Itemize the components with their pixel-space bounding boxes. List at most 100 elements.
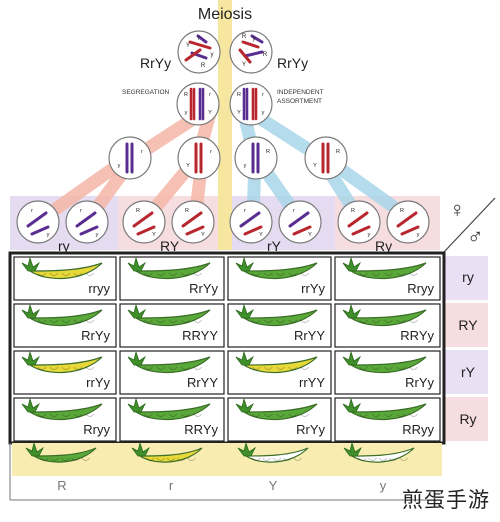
pea-pod-icon	[235, 350, 318, 374]
pea-bump	[143, 413, 153, 417]
daughter-cell	[177, 136, 221, 180]
chromosome	[243, 225, 263, 236]
pea-bump	[359, 272, 368, 276]
pea-pod	[133, 262, 211, 280]
pea-bump	[187, 457, 197, 461]
allele-letter: Y	[201, 232, 205, 238]
pea-bump	[300, 366, 310, 370]
pea-bump	[61, 366, 71, 370]
pea-bump	[288, 272, 298, 276]
pea-bump	[143, 272, 153, 276]
allele-letter: r	[209, 92, 211, 98]
pea-bump	[251, 413, 261, 417]
pea-calyx	[237, 441, 257, 457]
pea-bump	[272, 457, 282, 461]
pea-bump	[357, 457, 367, 461]
allele-letter: Y	[242, 62, 246, 68]
chromosome	[136, 225, 156, 236]
pea-bump	[276, 272, 285, 276]
pea-calyx	[127, 350, 147, 366]
pea-bump	[143, 366, 153, 370]
pea-pod	[28, 356, 103, 374]
chromosome	[196, 34, 208, 44]
gamete-cell	[65, 200, 109, 244]
pea-calyx	[235, 303, 255, 319]
pea-pod	[28, 262, 103, 280]
allele-letter: R	[201, 63, 206, 69]
chromosome	[239, 211, 261, 228]
genotype-label: RrYy	[189, 281, 218, 296]
pea-bump	[288, 413, 298, 417]
chromosome	[30, 225, 50, 236]
pea-bump	[168, 366, 178, 370]
pea-calyx	[21, 397, 41, 413]
phenotype-label: Y	[268, 478, 278, 493]
gamete-cell	[16, 200, 60, 244]
pea-bump	[263, 413, 273, 417]
genotype-label: rrYy	[301, 281, 325, 296]
row-label: Ry	[459, 411, 477, 427]
pea-bump	[293, 457, 303, 461]
pea-bump	[180, 413, 190, 417]
header-divider	[443, 197, 496, 253]
allele-letter: R	[136, 208, 140, 214]
row-label-bg	[444, 397, 488, 441]
pea-bump	[39, 457, 49, 461]
pea-bump	[49, 319, 59, 323]
pea-bump	[193, 366, 203, 370]
pea-bump	[176, 457, 186, 461]
pea-pod	[133, 403, 211, 421]
allele-letter: R	[185, 208, 189, 214]
allele-letter: R	[266, 149, 270, 155]
chromosome	[188, 40, 212, 50]
genotype-label: RrYY	[186, 375, 218, 390]
pea-bump	[180, 272, 190, 276]
segregation-label: SEGREGATION	[122, 89, 170, 96]
pea-bump	[359, 366, 368, 370]
pea-bump	[251, 272, 261, 276]
chromosome	[400, 225, 420, 236]
pea-calyx	[343, 441, 363, 457]
pea-pod	[348, 356, 427, 374]
pea-calyx	[21, 350, 41, 366]
diagram-title: Meiosis	[197, 6, 253, 23]
row-label: RY	[458, 317, 478, 333]
pea-pod-icon	[342, 303, 427, 327]
pea-bump	[61, 413, 71, 417]
pea-bump	[409, 413, 418, 417]
allele-letter: R	[263, 52, 268, 58]
pea-bump	[85, 272, 95, 276]
pea-calyx	[127, 303, 147, 319]
daughter-cell	[304, 136, 348, 180]
pea-bump	[156, 457, 166, 461]
pea-calyx	[25, 441, 45, 457]
pea-bump	[262, 457, 272, 461]
allele-letter: y	[47, 232, 50, 238]
male-symbol-icon: ♂	[467, 224, 484, 249]
pea-bump	[300, 272, 310, 276]
genotype-label: rryy	[88, 281, 110, 296]
pea-bump	[396, 272, 406, 276]
pea-pod-icon	[127, 397, 211, 421]
pea-pod-icon	[21, 256, 103, 280]
allele-letter: Y	[313, 163, 317, 169]
chromosome	[185, 225, 205, 236]
chromosome	[181, 211, 203, 228]
row-label: rY	[461, 364, 475, 380]
allele-letter: r	[31, 208, 33, 214]
daughter-cell	[108, 136, 152, 180]
dividing-cell	[229, 82, 273, 126]
pea-bump	[156, 413, 166, 417]
pea-bump	[300, 319, 310, 323]
chromosome	[347, 211, 369, 228]
pea-bump	[49, 272, 59, 276]
genotype-label: RrYy	[296, 422, 325, 437]
pea-calyx	[235, 256, 255, 272]
gamete-cell	[171, 200, 215, 244]
parent-genotype-left: RrYy	[140, 55, 172, 71]
row-label-bg	[444, 256, 488, 300]
gamete-cell	[278, 200, 322, 244]
genotype-label: RRYy	[400, 328, 434, 343]
pea-bump	[359, 319, 368, 323]
pea-bump	[263, 319, 273, 323]
